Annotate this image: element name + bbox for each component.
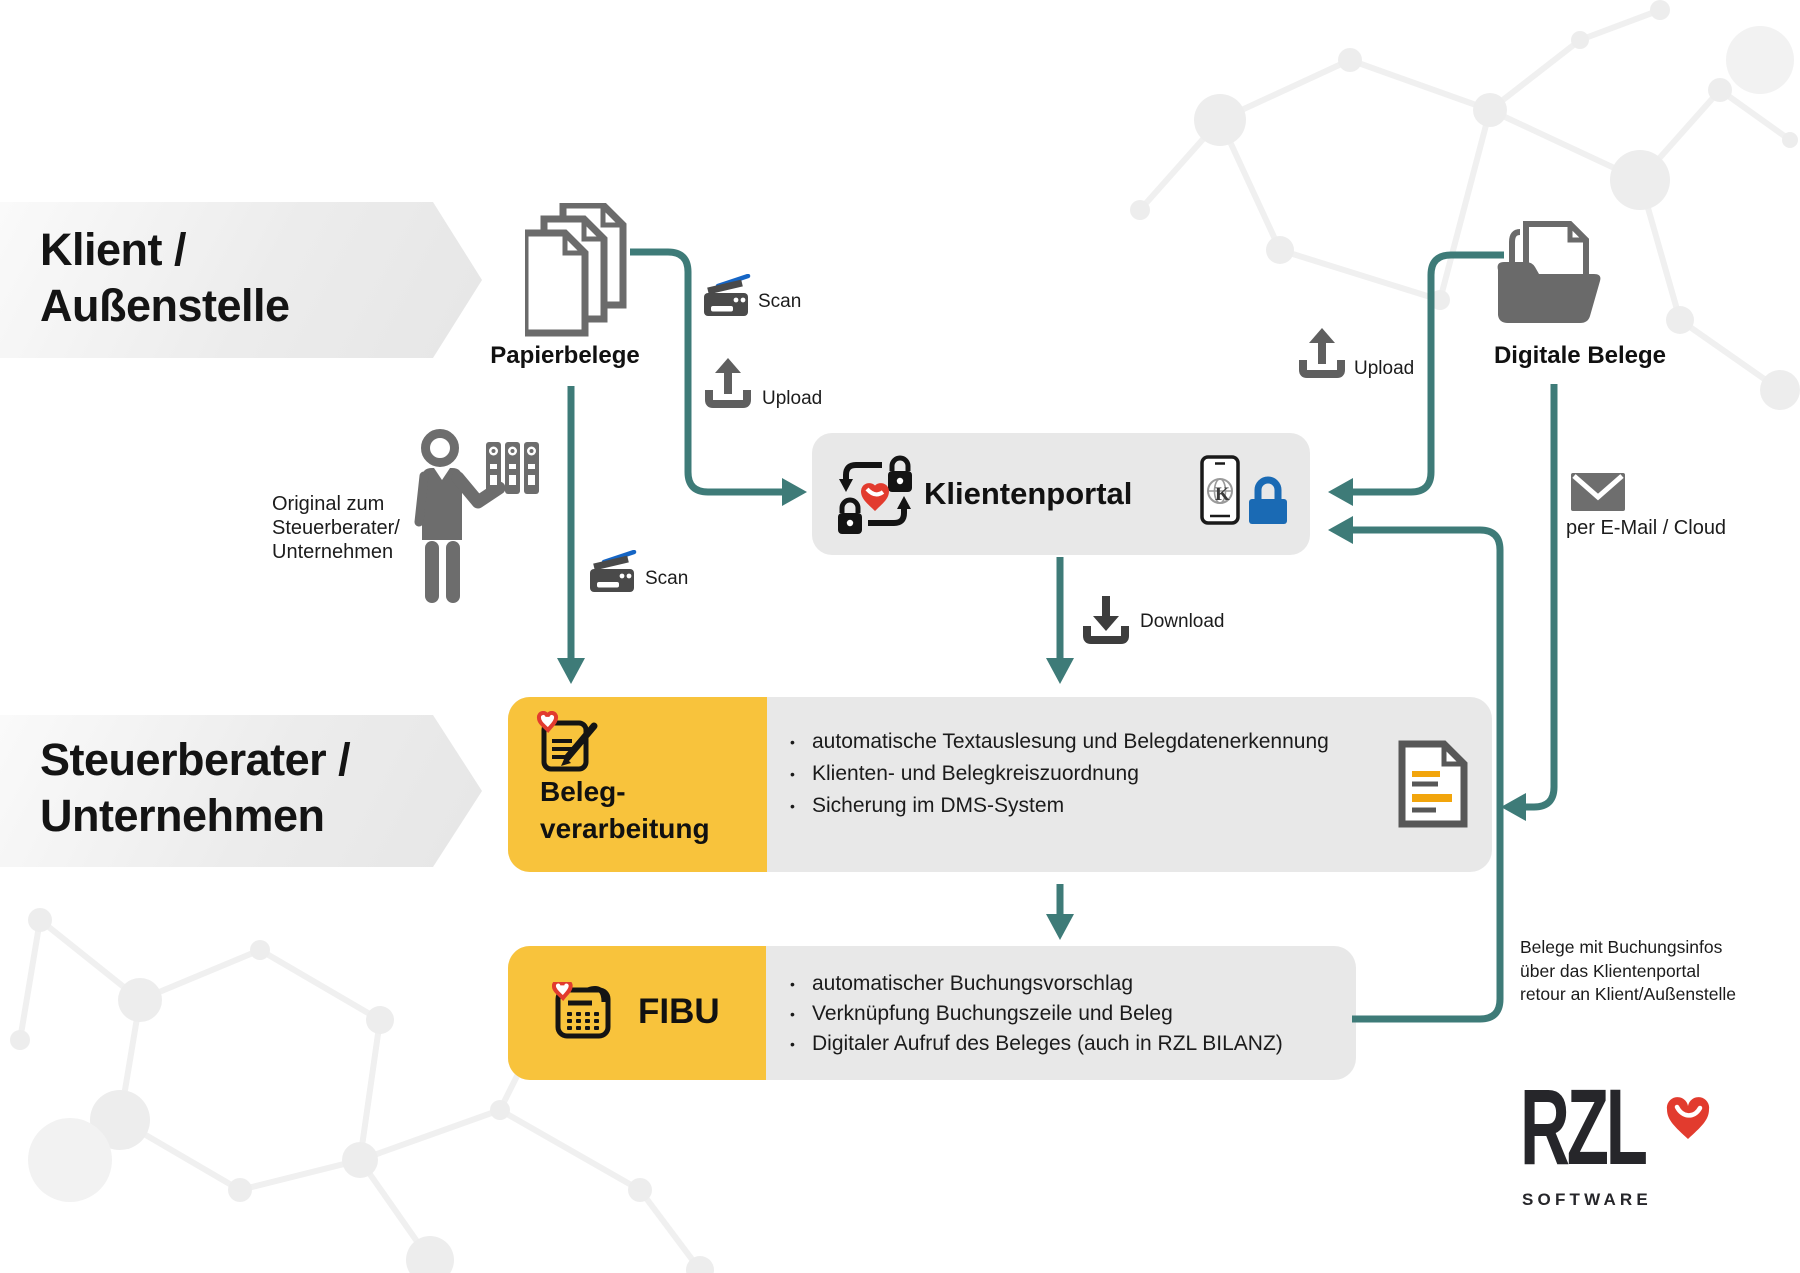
fibu-bullet-3: Digitaler Aufruf des Beleges (auch in RZ… — [786, 1029, 1283, 1059]
fibu-bullet-2: Verknüpfung Buchungszeile und Beleg — [786, 999, 1283, 1029]
arrowhead-download — [1046, 658, 1074, 684]
email-cloud-label: per E-Mail / Cloud — [1566, 517, 1727, 539]
download-icon — [1083, 596, 1129, 644]
folder-icon — [1497, 221, 1601, 323]
doc-lines-icon — [1398, 740, 1468, 828]
belegverarbeitung-bullet-2: Klienten- und Belegkreiszuordnung — [786, 758, 1329, 790]
fibu-box: FIBU automatischer Buchungsvorschlag Ver… — [508, 946, 1356, 1080]
rzl-heart-icon — [1666, 1097, 1710, 1139]
rzl-subtitle: SOFTWARE — [1522, 1190, 1652, 1209]
banner-klient-line1: Klient / — [40, 224, 187, 275]
belegverarbeitung-box: Beleg- verarbeitung automatische Textaus… — [508, 697, 1492, 872]
belegverarbeitung-bullet-3: Sicherung im DMS-System — [786, 790, 1329, 822]
lock-icon — [1249, 476, 1287, 524]
scan-top-label: Scan — [758, 291, 802, 312]
download-label: Download — [1140, 611, 1225, 632]
banner-steuerberater-unternehmen: Steuerberater / Unternehmen — [0, 715, 482, 867]
arrowhead-email-into-beleg — [1501, 793, 1526, 821]
papierbelege-label: Papierbelege — [490, 342, 640, 369]
svg-text:K: K — [1215, 484, 1230, 505]
fibu-bullets: automatischer Buchungsvorschlag Verknüpf… — [786, 969, 1283, 1059]
papers-icon — [525, 203, 627, 337]
belegverarbeitung-bullet-1: automatische Textauslesung und Belegdate… — [786, 726, 1329, 758]
fibu-yellow-pane — [508, 946, 766, 1080]
fibu-icon — [552, 982, 611, 1039]
original-note-line3: Unternehmen — [272, 541, 394, 563]
upload-icon-right — [1299, 328, 1345, 378]
banner-advisor-line2: Unternehmen — [40, 790, 325, 841]
portal-exchange-icon — [838, 455, 912, 534]
path-email-to-beleg — [1526, 384, 1558, 811]
beleg-icon — [536, 711, 598, 772]
upload-icon-left — [705, 358, 751, 408]
digitale-belege-label: Digitale Belege — [1493, 342, 1667, 369]
arrowhead-into-portal-right-top — [1328, 478, 1353, 506]
scan-side-label: Scan — [645, 568, 689, 589]
belegverarbeitung-title-line1: Beleg- — [540, 776, 626, 807]
retour-note-line1: Belege mit Buchungsinfos — [1520, 937, 1723, 957]
scanner-icon — [704, 274, 751, 316]
arrowhead-beleg-fibu — [1046, 914, 1074, 940]
original-note-line2: Steuerberater/ — [272, 517, 400, 539]
arrowhead-into-portal-left — [782, 478, 807, 506]
rzl-logo: RZL SOFTWARE — [1520, 1072, 1760, 1218]
klientenportal-title: Klientenportal — [924, 476, 1133, 511]
arrowhead-into-portal-right-bottom — [1328, 516, 1353, 544]
belegverarbeitung-bullets: automatische Textauslesung und Belegdate… — [786, 726, 1329, 822]
fibu-title: FIBU — [638, 992, 720, 1031]
original-note-line1: Original zum — [272, 493, 385, 515]
envelope-icon — [1571, 473, 1625, 511]
phone-icon: K — [1200, 455, 1240, 525]
scanner-icon-side — [590, 550, 637, 592]
belegverarbeitung-title: Beleg- verarbeitung — [540, 773, 710, 847]
binders-icon — [486, 442, 539, 494]
retour-note-line2: über das Klientenportal — [1520, 960, 1700, 981]
arrowhead-scan-down — [557, 658, 585, 684]
fibu-bullet-1: automatischer Buchungsvorschlag — [786, 969, 1283, 999]
retour-note-line3: retour an Klient/Außenstelle — [1520, 984, 1736, 1004]
belegverarbeitung-title-line2: verarbeitung — [540, 813, 710, 844]
upload-top-label: Upload — [762, 388, 823, 409]
rzl-wordmark: RZL — [1520, 1066, 1648, 1187]
klientenportal-box: Klientenportal K — [812, 433, 1310, 555]
banner-klient-line2: Außenstelle — [40, 280, 290, 331]
retour-note: Belege mit Buchungsinfos über das Klient… — [1520, 936, 1736, 1007]
banner-klient-aussenstelle: Klient / Außenstelle — [0, 202, 482, 358]
banner-advisor-line1: Steuerberater / — [40, 734, 351, 785]
original-note: Original zum Steuerberater/ Unternehmen — [272, 492, 400, 564]
upload-right-label: Upload — [1354, 358, 1415, 379]
